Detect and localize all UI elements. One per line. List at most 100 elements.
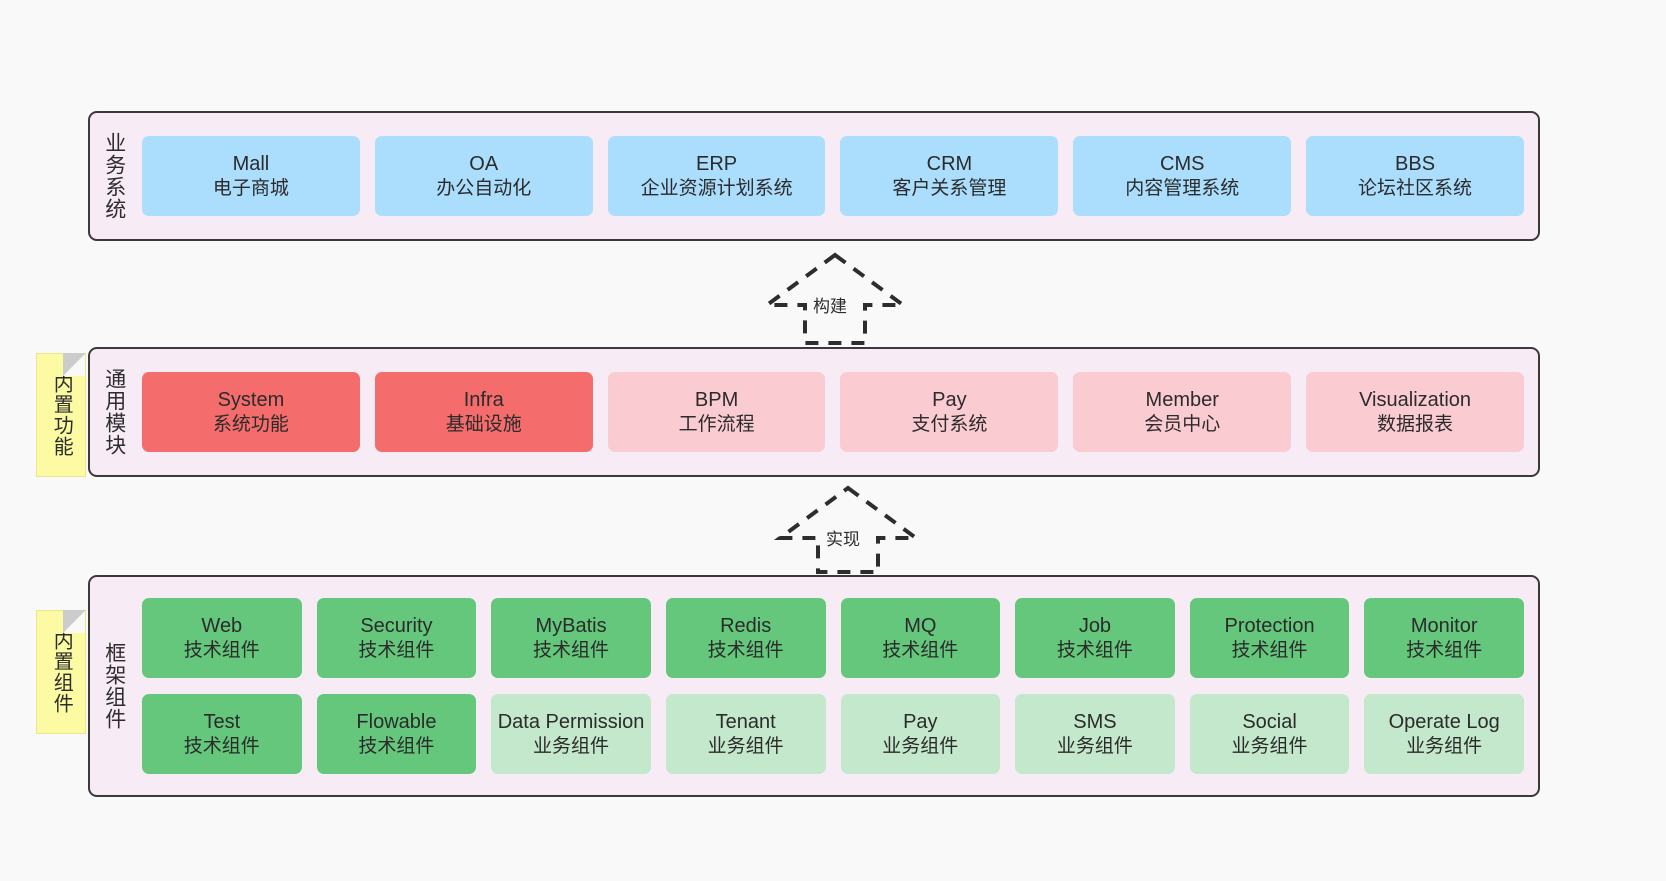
framework-card-web[interactable]: Web 技术组件	[142, 598, 302, 678]
business-card-cms[interactable]: CMS 内容管理系统	[1073, 136, 1292, 216]
framework-card-pay[interactable]: Pay 业务组件	[840, 694, 1001, 774]
card-subtitle: 技术组件	[707, 639, 784, 661]
business-card-oa[interactable]: OA 办公自动化	[374, 136, 593, 216]
card-title: Web	[201, 615, 243, 638]
framework-card-mybatis[interactable]: MyBatis 技术组件	[491, 598, 651, 678]
framework-tech-row: Web 技术组件 Security 技术组件 MyBatis 技术组件 Redi…	[142, 598, 1524, 678]
framework-card-redis[interactable]: Redis 技术组件	[665, 598, 826, 678]
layer-body-common-modules: System 系统功能 Infra 基础设施 BPM 工作流程 Pay 支付系统…	[138, 349, 1538, 475]
card-subtitle: 技术组件	[882, 639, 959, 661]
card-subtitle: 企业资源计划系统	[640, 177, 793, 199]
module-card-infra[interactable]: Infra 基础设施	[374, 372, 593, 452]
framework-card-social[interactable]: Social 业务组件	[1189, 694, 1350, 774]
card-title: ERP	[696, 153, 738, 176]
layer-business-system: 业务系统 Mall 电子商城 OA 办公自动化 ERP 企业资源计划系统 CRM…	[88, 111, 1540, 241]
layer-title-business-system: 业务系统	[102, 132, 126, 220]
card-title: Redis	[720, 615, 772, 638]
card-subtitle: 技术组件	[1406, 639, 1483, 661]
card-title: Security	[360, 615, 433, 638]
card-subtitle: 技术组件	[1231, 639, 1308, 661]
note-builtin-component: 内置组件	[36, 610, 86, 734]
framework-card-protection[interactable]: Protection 技术组件	[1189, 598, 1350, 678]
arrow-build-shape	[760, 252, 910, 345]
generalization-arrow-implement: 实现	[768, 484, 928, 576]
card-title: Monitor	[1410, 615, 1478, 638]
card-subtitle: 技术组件	[358, 735, 435, 757]
business-card-bbs[interactable]: BBS 论坛社区系统	[1306, 136, 1524, 216]
card-subtitle: 业务组件	[882, 735, 959, 757]
card-subtitle: 业务组件	[1231, 735, 1308, 757]
framework-card-mq[interactable]: MQ 技术组件	[840, 598, 1001, 678]
framework-card-job[interactable]: Job 技术组件	[1015, 598, 1175, 678]
framework-business-row: Test 技术组件 Flowable 技术组件 Data Permission …	[142, 694, 1524, 774]
card-subtitle: 系统功能	[212, 413, 289, 435]
business-card-mall[interactable]: Mall 电子商城	[142, 136, 360, 216]
card-subtitle: 支付系统	[911, 413, 988, 435]
card-subtitle: 内容管理系统	[1125, 177, 1240, 199]
card-title: System	[217, 389, 285, 412]
card-title: Job	[1078, 615, 1112, 638]
layer-title-common-modules: 通用模块	[102, 368, 126, 456]
card-subtitle: 业务组件	[707, 735, 784, 757]
note-builtin-function-label: 内置功能	[50, 373, 73, 457]
card-title: Test	[203, 711, 241, 734]
card-title: Tenant	[715, 711, 776, 734]
card-subtitle: 技术组件	[183, 735, 260, 757]
card-title: Protection	[1224, 615, 1315, 638]
card-title: CRM	[926, 153, 973, 176]
card-title: Operate Log	[1388, 711, 1500, 734]
card-subtitle: 电子商城	[212, 177, 289, 199]
framework-card-tenant[interactable]: Tenant 业务组件	[665, 694, 826, 774]
card-title: BPM	[694, 389, 739, 412]
card-title: MyBatis	[535, 615, 607, 638]
card-title: BBS	[1395, 153, 1436, 176]
arrow-implement-shape	[773, 485, 923, 574]
layer-framework-components: 框架组件 Web 技术组件 Security 技术组件 MyBatis 技术组件…	[88, 575, 1540, 797]
card-title: Data Permission	[497, 711, 645, 734]
card-title: Member	[1145, 389, 1219, 412]
framework-card-data-permission[interactable]: Data Permission 业务组件	[491, 694, 651, 774]
card-subtitle: 技术组件	[183, 639, 260, 661]
layer-body-business-system: Mall 电子商城 OA 办公自动化 ERP 企业资源计划系统 CRM 客户关系…	[138, 113, 1538, 239]
note-builtin-function: 内置功能	[36, 353, 86, 477]
module-card-system[interactable]: System 系统功能	[142, 372, 360, 452]
business-card-row: Mall 电子商城 OA 办公自动化 ERP 企业资源计划系统 CRM 客户关系…	[142, 136, 1524, 216]
framework-card-security[interactable]: Security 技术组件	[316, 598, 477, 678]
business-card-erp[interactable]: ERP 企业资源计划系统	[607, 136, 826, 216]
card-subtitle: 论坛社区系统	[1358, 177, 1473, 199]
card-title: Pay	[903, 711, 938, 734]
card-subtitle: 会员中心	[1144, 413, 1221, 435]
module-card-member[interactable]: Member 会员中心	[1073, 372, 1292, 452]
module-card-visualization[interactable]: Visualization 数据报表	[1306, 372, 1524, 452]
framework-card-test[interactable]: Test 技术组件	[142, 694, 302, 774]
card-title: OA	[469, 153, 499, 176]
card-subtitle: 业务组件	[1406, 735, 1483, 757]
note-builtin-component-label: 内置组件	[50, 630, 73, 714]
layer-body-framework-components: Web 技术组件 Security 技术组件 MyBatis 技术组件 Redi…	[138, 577, 1538, 795]
generalization-arrow-build: 构建	[755, 251, 915, 347]
module-card-bpm[interactable]: BPM 工作流程	[607, 372, 826, 452]
card-title: Mall	[232, 153, 270, 176]
module-card-row: System 系统功能 Infra 基础设施 BPM 工作流程 Pay 支付系统…	[142, 372, 1524, 452]
card-subtitle: 技术组件	[533, 639, 610, 661]
arrow-implement-label: 实现	[826, 530, 860, 549]
card-subtitle: 业务组件	[533, 735, 610, 757]
card-title: Pay	[932, 389, 967, 412]
card-subtitle: 数据报表	[1377, 413, 1454, 435]
layer-title-framework-components: 框架组件	[102, 642, 126, 730]
framework-card-sms[interactable]: SMS 业务组件	[1015, 694, 1175, 774]
card-subtitle: 技术组件	[1056, 639, 1133, 661]
card-subtitle: 工作流程	[678, 413, 755, 435]
framework-card-operate-log[interactable]: Operate Log 业务组件	[1364, 694, 1524, 774]
framework-card-flowable[interactable]: Flowable 技术组件	[316, 694, 477, 774]
card-title: CMS	[1160, 153, 1205, 176]
layer-common-modules: 通用模块 System 系统功能 Infra 基础设施 BPM 工作流程 Pay…	[88, 347, 1540, 477]
card-subtitle: 客户关系管理	[892, 177, 1007, 199]
card-title: Social	[1242, 711, 1297, 734]
business-card-crm[interactable]: CRM 客户关系管理	[840, 136, 1059, 216]
card-title: MQ	[904, 615, 937, 638]
framework-card-monitor[interactable]: Monitor 技术组件	[1364, 598, 1524, 678]
module-card-pay[interactable]: Pay 支付系统	[840, 372, 1059, 452]
card-title: Flowable	[356, 711, 437, 734]
